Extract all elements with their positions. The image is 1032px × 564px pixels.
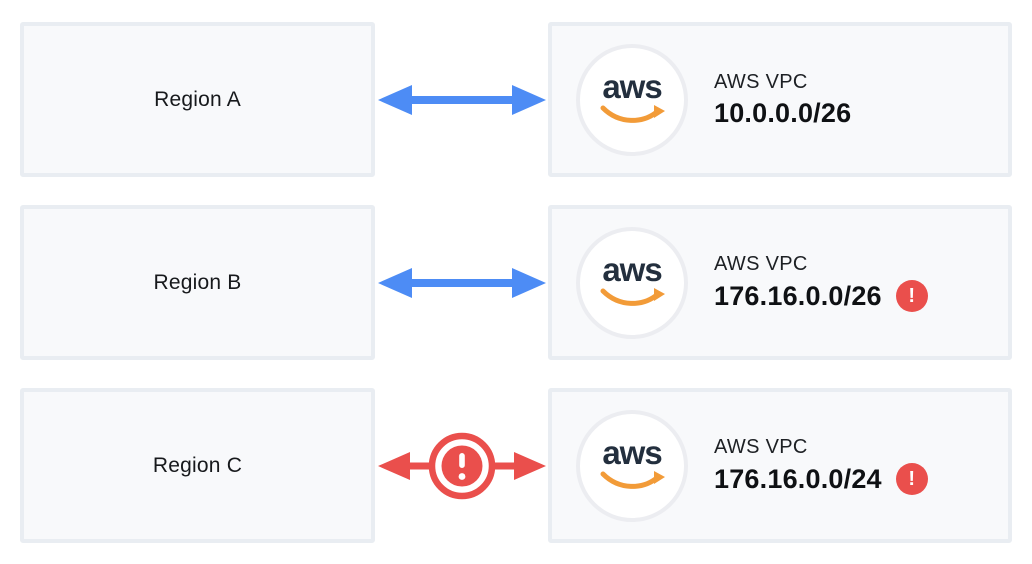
error-arrow-icon (377, 432, 546, 499)
vpc-b-box: aws AWS VPC 176.16.0.0/26 ! (548, 205, 1012, 360)
vpc-label: AWS VPC (714, 253, 808, 275)
double-arrow-icon (377, 84, 546, 115)
region-b-box: Region B (20, 205, 375, 360)
peering-connection-b (375, 205, 548, 360)
arrowhead-right-icon (511, 84, 546, 115)
double-arrow-icon (377, 267, 546, 298)
aws-smile-icon (600, 287, 665, 306)
peering-connection-a (375, 22, 548, 177)
vpc-info: AWS VPC 10.0.0.0/26 (714, 71, 851, 129)
warning-icon: ! (895, 463, 928, 495)
arrowhead-left-icon (377, 451, 410, 480)
arrowhead-right-icon (511, 267, 546, 298)
peering-row-a: Region A aws AWS VPC 10.0.0.0/26 (0, 22, 1032, 177)
arrowhead-left-icon (377, 267, 412, 298)
vpc-cidr: 176.16.0.0/26 ! (714, 280, 928, 312)
vpc-info: AWS VPC 176.16.0.0/24 ! (714, 436, 928, 495)
aws-logo-text: aws (602, 251, 662, 289)
connection-warning-icon (428, 432, 495, 499)
arrowhead-left-icon (377, 84, 412, 115)
vpc-cidr: 10.0.0.0/26 (714, 98, 851, 129)
warning-icon: ! (895, 280, 928, 312)
aws-logo-icon: aws (576, 226, 688, 339)
vpc-c-box: aws AWS VPC 176.16.0.0/24 ! (548, 388, 1012, 543)
aws-logo-icon: aws (576, 43, 688, 156)
aws-smile-icon (600, 104, 665, 123)
aws-smile-icon (600, 470, 665, 489)
vpc-label: AWS VPC (714, 436, 808, 458)
vpc-cidr-value: 10.0.0.0/26 (714, 97, 852, 128)
aws-logo-text: aws (602, 434, 662, 472)
peering-row-b: Region B aws AWS VPC 176.16.0.0/26 (0, 205, 1032, 360)
vpc-a-box: aws AWS VPC 10.0.0.0/26 (548, 22, 1012, 177)
aws-logo-icon: aws (576, 409, 688, 522)
aws-logo-text: aws (602, 68, 662, 106)
vpc-cidr: 176.16.0.0/24 ! (714, 463, 928, 495)
region-label: Region C (152, 453, 243, 477)
region-label: Region A (154, 87, 241, 111)
arrowhead-right-icon (513, 451, 546, 480)
region-label: Region B (153, 270, 242, 294)
vpc-info: AWS VPC 176.16.0.0/26 ! (714, 253, 928, 312)
peering-row-c: Region C aws (0, 388, 1032, 543)
vpc-label: AWS VPC (714, 70, 808, 93)
region-a-box: Region A (20, 22, 375, 177)
peering-connection-c (375, 388, 548, 543)
region-c-box: Region C (20, 388, 375, 543)
vpc-cidr-value: 176.16.0.0/24 (714, 463, 882, 494)
vpc-cidr-value: 176.16.0.0/26 (714, 280, 882, 311)
